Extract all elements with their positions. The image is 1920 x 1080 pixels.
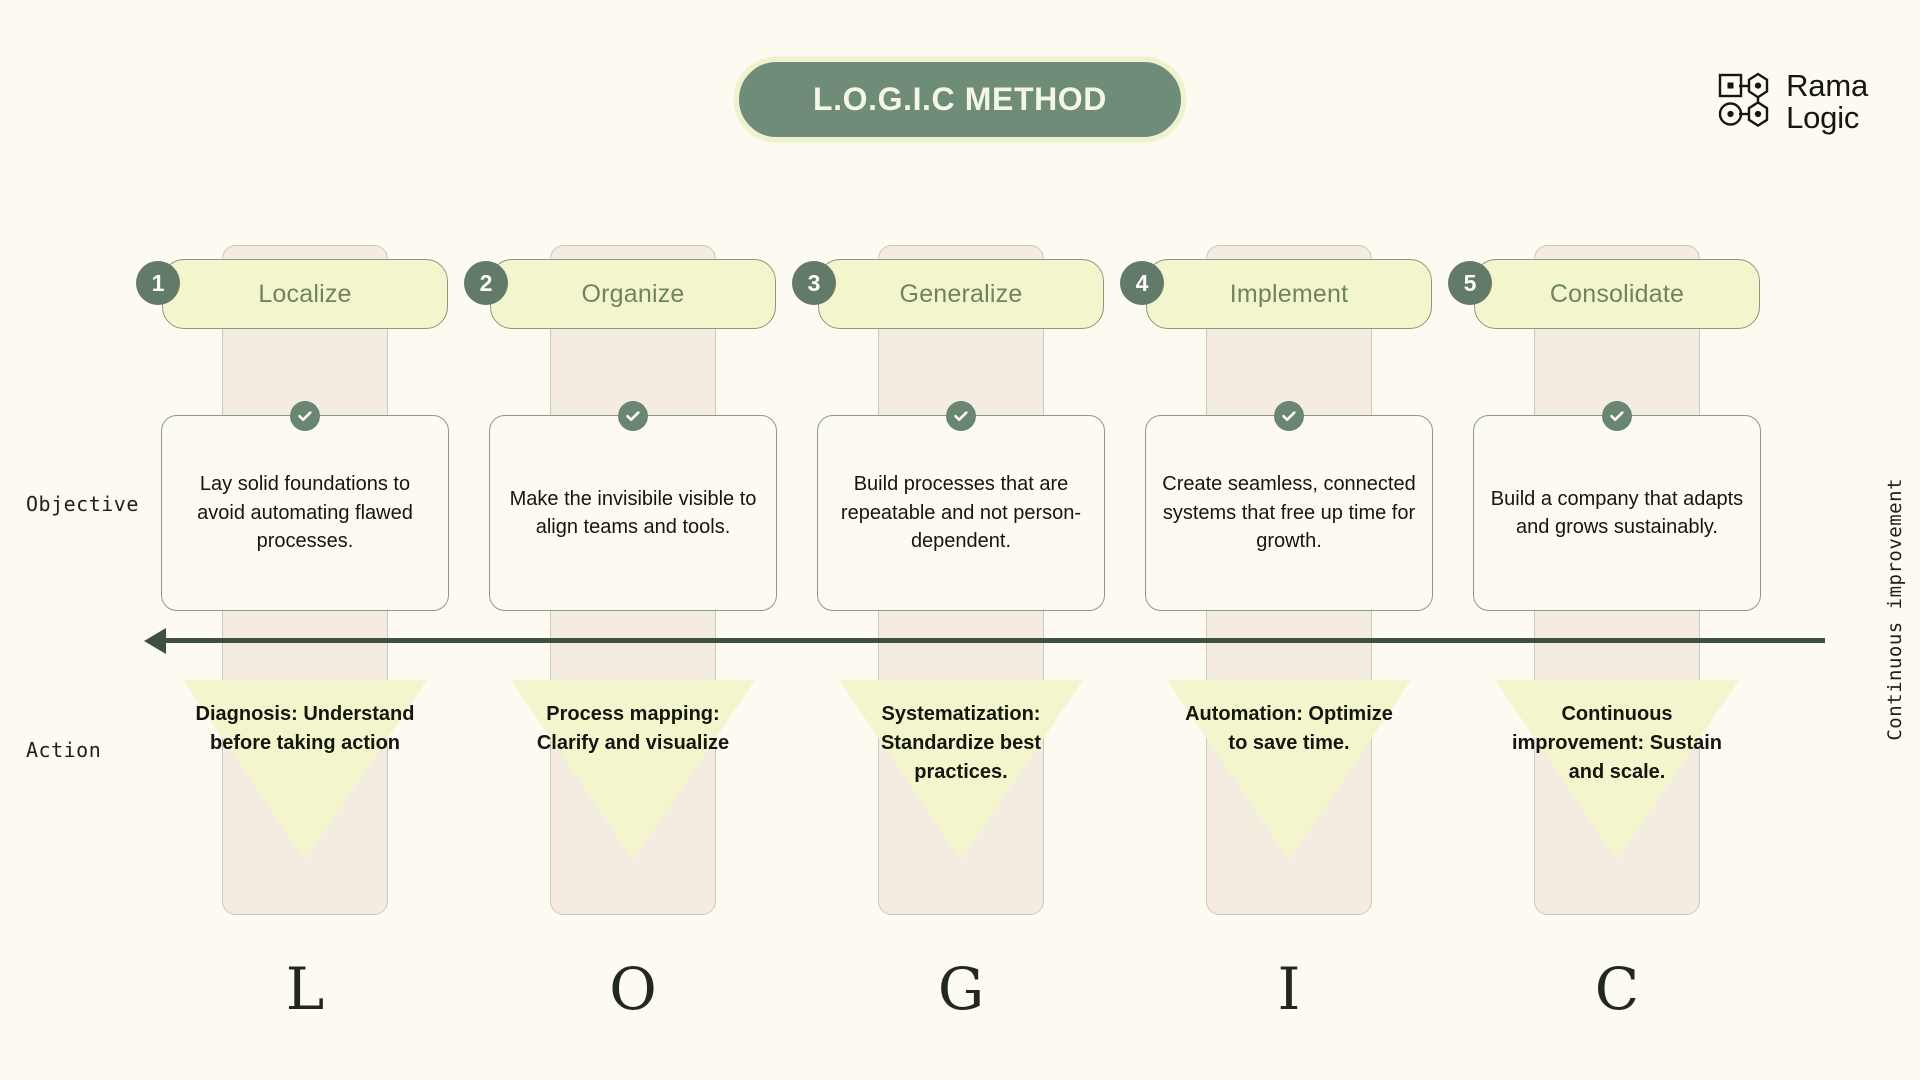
step-title-label: Implement <box>1229 279 1349 308</box>
continuous-improvement-label: Continuous improvement <box>1884 478 1906 741</box>
acronym-letter: L <box>285 955 325 1023</box>
objective-card: Lay solid foundations to avoid automatin… <box>161 415 449 611</box>
action-triangle <box>1167 680 1411 860</box>
step-number-label: 5 <box>1463 269 1477 296</box>
step-header-organize[interactable]: Organize <box>490 259 776 329</box>
action-text: Systematization: Standardize best practi… <box>880 703 1042 783</box>
acronym-letter: O <box>609 955 657 1023</box>
acronym-letter: C <box>1594 955 1640 1023</box>
action-triangle <box>1495 680 1739 860</box>
check-icon <box>290 401 320 431</box>
brand-name-line1: Rama <box>1786 68 1868 103</box>
objective-card: Create seamless, connected systems that … <box>1145 415 1433 611</box>
step-header-generalize[interactable]: Generalize <box>818 259 1104 329</box>
step-title-label: Localize <box>258 279 352 308</box>
step-header-implement[interactable]: Implement <box>1146 259 1432 329</box>
step-number-badge: 1 <box>136 261 180 305</box>
objective-card: Make the invisibile visible to align tea… <box>489 415 777 611</box>
objective-text: Create seamless, connected systems that … <box>1162 473 1416 553</box>
step-number-badge: 2 <box>464 261 508 305</box>
step-number-badge: 3 <box>792 261 836 305</box>
step-number-badge: 4 <box>1120 261 1164 305</box>
action-triangle <box>839 680 1083 860</box>
brand-name-line2: Logic <box>1786 99 1860 135</box>
check-icon <box>618 401 648 431</box>
step-title-label: Organize <box>581 279 685 308</box>
step-number-label: 1 <box>151 269 165 296</box>
objective-text: Build processes that are repeatable and … <box>840 473 1082 553</box>
step-number-label: 4 <box>1135 269 1149 296</box>
objective-card: Build a company that adapts and grows su… <box>1473 415 1761 611</box>
action-triangle <box>183 680 427 860</box>
step-number-badge: 5 <box>1448 261 1492 305</box>
action-text: Continuous improvement: Sustain and scal… <box>1511 703 1723 783</box>
title-row: L.O.G.I.C METHOD <box>0 57 1920 143</box>
arrow-shaft <box>155 638 1825 643</box>
objective-text: Make the invisibile visible to align tea… <box>509 487 757 538</box>
rama-logic-node-mark-icon <box>1714 70 1776 133</box>
action-text: Diagnosis: Understand before taking acti… <box>195 703 415 754</box>
step-title-label: Consolidate <box>1549 279 1685 308</box>
page-title: L.O.G.I.C METHOD <box>733 57 1187 143</box>
step-number-label: 2 <box>479 269 493 296</box>
step-header-localize[interactable]: Localize <box>162 259 448 329</box>
check-icon <box>1602 401 1632 431</box>
action-triangle <box>511 680 755 860</box>
action-text: Process mapping: Clarify and visualize <box>536 703 730 754</box>
objective-card: Build processes that are repeatable and … <box>817 415 1105 611</box>
objective-text: Build a company that adapts and grows su… <box>1490 487 1744 538</box>
action-text: Automation: Optimize to save time. <box>1185 703 1393 754</box>
row-label-action: Action <box>26 738 102 762</box>
brand-name: Rama Logic <box>1786 70 1868 133</box>
step-title-label: Generalize <box>899 279 1023 308</box>
check-icon <box>1274 401 1304 431</box>
step-number-label: 3 <box>807 269 821 296</box>
check-icon <box>946 401 976 431</box>
objective-text: Lay solid foundations to avoid automatin… <box>197 473 413 553</box>
acronym-letter: I <box>1277 955 1301 1023</box>
brand-logo: Rama Logic <box>1714 70 1868 133</box>
acronym-letter: G <box>937 955 985 1023</box>
row-label-objective: Objective <box>26 492 139 516</box>
step-header-consolidate[interactable]: Consolidate <box>1474 259 1760 329</box>
